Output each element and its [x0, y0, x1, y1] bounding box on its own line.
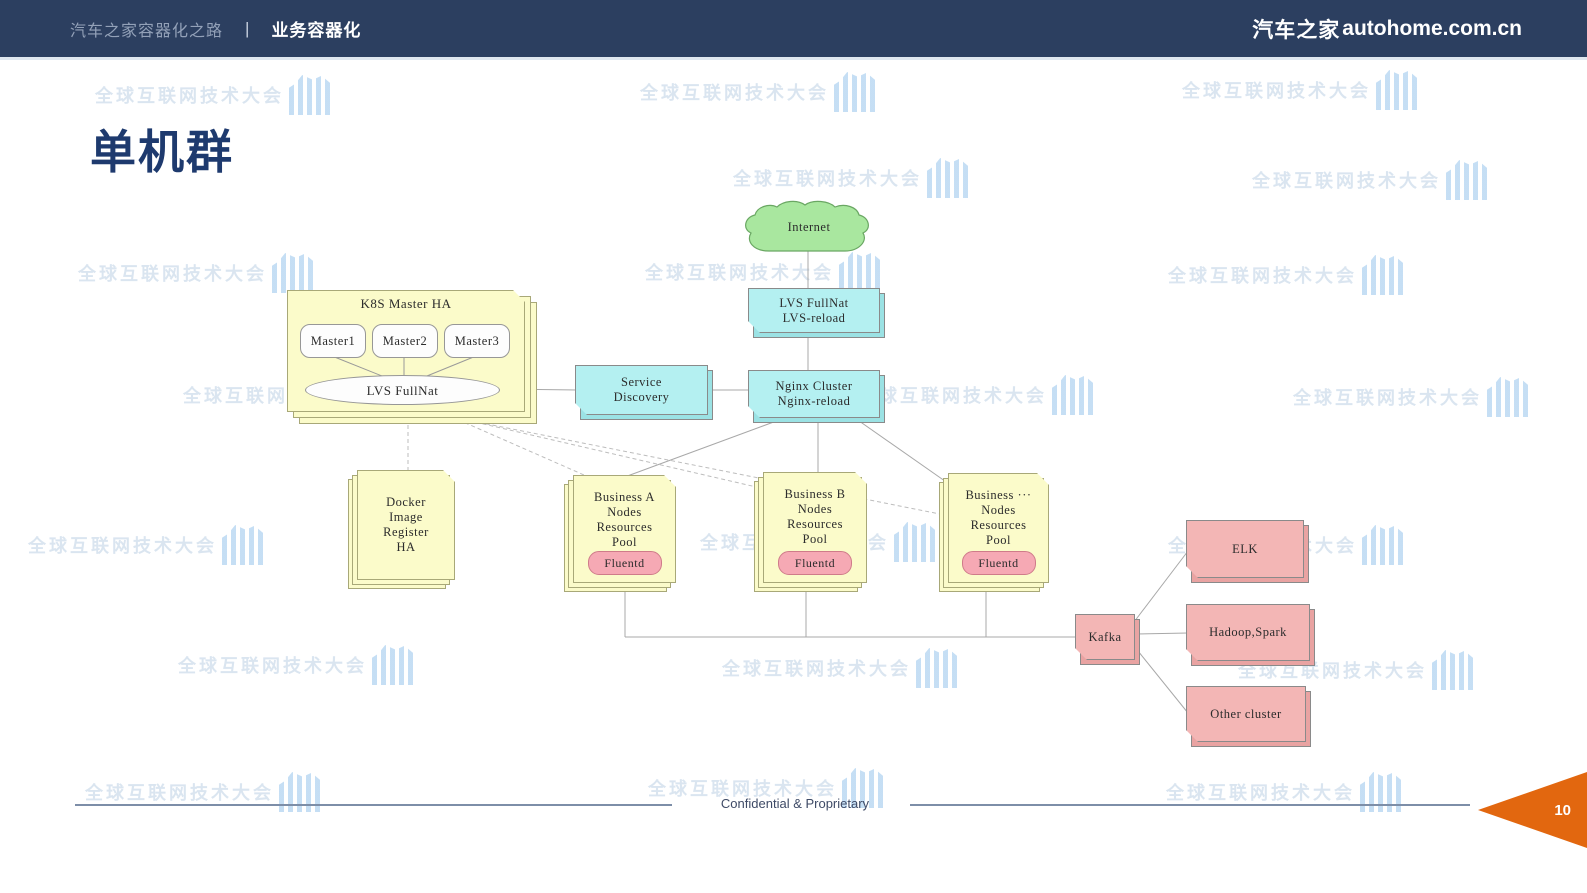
gitc-logo-icon: [272, 253, 316, 293]
watermark: 全球互联网技术大会: [1252, 160, 1490, 200]
gitc-logo-icon: [1052, 375, 1096, 415]
watermark: 全球互联网技术大会: [648, 768, 886, 808]
watermark: 全球互联网技术大会: [85, 772, 323, 812]
node-kafka: Kafka: [1075, 614, 1140, 665]
watermark: 全球互联网技术大会: [178, 645, 416, 685]
node-business-pool-b: Business B Nodes Resources Pool Fluentd: [754, 472, 867, 592]
watermark: 全球互联网技术大会: [78, 253, 316, 293]
node-elk: ELK: [1186, 520, 1309, 583]
gitc-logo-icon: [1360, 772, 1404, 812]
footer-divider-right: [910, 804, 1470, 806]
sd-line1: Service: [621, 375, 662, 389]
watermark: 全球互联网技术大会: [640, 72, 878, 112]
k8s-master-title: K8S Master HA: [360, 296, 452, 311]
watermark: 全球互联网技术大会: [858, 375, 1096, 415]
node-hadoop-spark: Hadoop,Spark: [1186, 604, 1315, 666]
breadcrumb: 汽车之家容器化之路: [70, 22, 224, 40]
nginx-line2: Nginx-reload: [777, 394, 851, 408]
gitc-logo-icon: [1362, 255, 1406, 295]
fluentd-badge: Fluentd: [961, 551, 1036, 575]
fluentd-badge: Fluentd: [587, 551, 662, 575]
lvs-fullnat-ellipse: LVS FullNat: [305, 375, 500, 405]
gitc-logo-icon: [1487, 377, 1531, 417]
gitc-logo-icon: [834, 72, 878, 112]
node-docker-registry: Docker Image Register HA: [348, 470, 455, 589]
brand-logo: 汽车之家 autohome.com.cn: [1252, 0, 1522, 57]
internet-label: Internet: [787, 220, 831, 234]
gitc-logo-icon: [1432, 650, 1476, 690]
gitc-logo-icon: [894, 522, 938, 562]
gitc-logo-icon: [1362, 525, 1406, 565]
footer-text: Confidential & Proprietary: [720, 796, 870, 811]
gitc-logo-icon: [279, 772, 323, 812]
nginx-line1: Nginx Cluster: [775, 379, 853, 393]
header-divider: |: [245, 18, 250, 38]
brand-domain: autohome.com.cn: [1342, 16, 1522, 40]
page-number: 10: [1554, 802, 1571, 819]
watermark: 全球互联网技术大会: [28, 525, 266, 565]
node-other-cluster: Other cluster: [1186, 686, 1311, 747]
watermark: 全球互联网技术大会: [722, 648, 960, 688]
gitc-logo-icon: [222, 525, 266, 565]
lvs-line2: LVS-reload: [782, 310, 846, 325]
sd-line2: Discovery: [613, 390, 670, 404]
section-title: 业务容器化: [271, 21, 362, 40]
node-lvs-fullnat: LVS FullNat LVS-reload: [748, 288, 885, 338]
gitc-logo-icon: [289, 75, 333, 115]
node-service-discovery: Service Discovery: [575, 365, 713, 420]
master2-chip: Master2: [372, 324, 438, 358]
watermark: 全球互联网技术大会: [1182, 70, 1420, 110]
gitc-logo-icon: [1446, 160, 1490, 200]
master1-chip: Master1: [300, 324, 366, 358]
watermark: 全球互联网技术大会: [1166, 772, 1404, 812]
watermark: 全球互联网技术大会: [1168, 255, 1406, 295]
node-internet: Internet: [738, 200, 880, 258]
fluentd-badge: Fluentd: [778, 551, 852, 575]
lvs-line1: LVS FullNat: [779, 295, 849, 310]
header-bar: 汽车之家容器化之路 | 业务容器化 汽车之家 autohome.com.cn: [0, 0, 1587, 57]
page-title: 单机群: [90, 126, 234, 178]
watermark: 全球互联网技术大会: [95, 75, 333, 115]
watermark: 全球互联网技术大会: [733, 158, 971, 198]
node-business-pool-a: Business A Nodes Resources Pool Fluentd: [564, 475, 676, 592]
footer-divider-left: [75, 804, 672, 806]
gitc-logo-icon: [916, 648, 960, 688]
gitc-logo-icon: [1376, 70, 1420, 110]
brand-cn: 汽车之家: [1252, 18, 1341, 42]
node-nginx-cluster: Nginx Cluster Nginx-reload: [748, 370, 885, 423]
watermark: 全球互联网技术大会: [645, 252, 883, 292]
cloud-icon: [745, 200, 869, 252]
gitc-logo-icon: [372, 645, 416, 685]
node-business-pool-etc: Business ··· Nodes Resources Pool Fluent…: [939, 473, 1049, 592]
master3-chip: Master3: [444, 324, 510, 358]
watermark: 全球互联网技术大会: [1293, 377, 1531, 417]
watermark: 全球互联网技术大会: [1238, 650, 1476, 690]
node-k8s-master-ha: K8S Master HA Master1 Master2 Master3 LV…: [287, 290, 537, 424]
gitc-logo-icon: [927, 158, 971, 198]
